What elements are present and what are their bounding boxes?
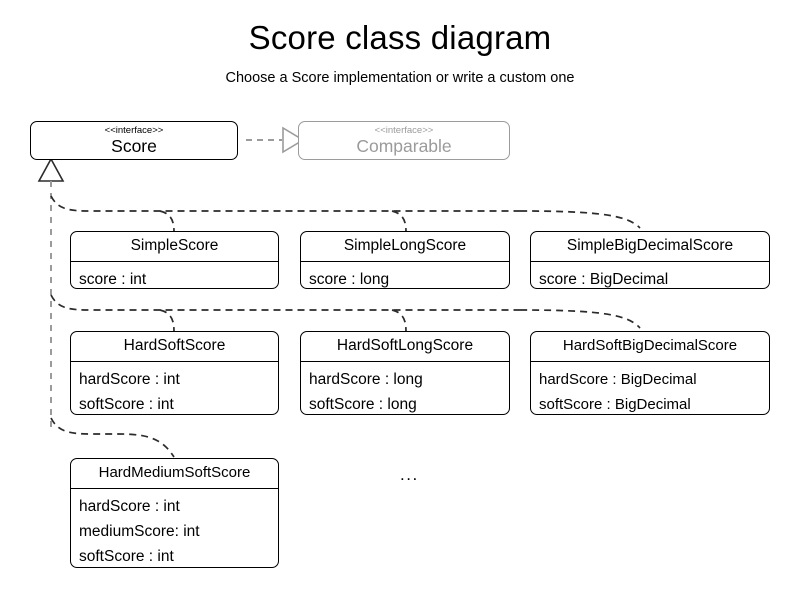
attribute-row: score : long xyxy=(309,271,390,288)
class-box-score[interactable]: <<interface>> Score xyxy=(30,121,238,160)
class-name: HardSoftScore xyxy=(71,332,278,362)
attribute-row: hardScore : int xyxy=(79,371,180,388)
realization-score-comparable xyxy=(246,126,305,154)
class-box-simplescore[interactable]: SimpleScore score : int xyxy=(70,231,279,289)
interface-name: Score xyxy=(111,135,157,156)
class-box-simplelongscore[interactable]: SimpleLongScore score : long xyxy=(300,231,510,289)
inheritance-branches-row2 xyxy=(50,294,641,333)
attribute-row: softScore : BigDecimal xyxy=(539,396,691,413)
inheritance-branches-row1 xyxy=(50,195,641,233)
attribute-row: softScore : int xyxy=(79,396,174,413)
class-name: SimpleLongScore xyxy=(301,232,509,262)
attribute-row: softScore : int xyxy=(79,548,174,565)
class-attributes: score : int xyxy=(71,262,278,288)
class-attributes: score : BigDecimal xyxy=(531,262,769,288)
class-box-hardsoftscore[interactable]: HardSoftScore hardScore : int softScore … xyxy=(70,331,279,415)
attribute-row: softScore : long xyxy=(309,396,417,413)
class-box-simplebigdecimalscore[interactable]: SimpleBigDecimalScore score : BigDecimal xyxy=(530,231,770,289)
attribute-row: hardScore : int xyxy=(79,498,180,515)
attribute-row: score : int xyxy=(79,271,147,288)
class-box-hardsoftbigdecimalscore[interactable]: HardSoftBigDecimalScore hardScore : BigD… xyxy=(530,331,770,415)
class-box-comparable[interactable]: <<interface>> Comparable xyxy=(298,121,510,160)
class-name: SimpleScore xyxy=(71,232,278,262)
attribute-row: score : BigDecimal xyxy=(539,271,669,288)
class-name: HardMediumSoftScore xyxy=(71,459,278,489)
class-attributes: hardScore : long softScore : long xyxy=(301,362,509,414)
generalization-arrowhead xyxy=(37,157,65,182)
class-box-hardsoftlongscore[interactable]: HardSoftLongScore hardScore : long softS… xyxy=(300,331,510,415)
class-attributes: hardScore : int softScore : int xyxy=(71,362,278,414)
attribute-row: hardScore : BigDecimal xyxy=(539,371,697,388)
class-attributes: hardScore : int mediumScore: int softSco… xyxy=(71,489,278,567)
stereotype-label: <<interface>> xyxy=(374,124,434,136)
class-attributes: score : long xyxy=(301,262,509,288)
class-box-hardmediumsoftscore[interactable]: HardMediumSoftScore hardScore : int medi… xyxy=(70,458,279,568)
class-name: SimpleBigDecimalScore xyxy=(531,232,769,262)
class-name: HardSoftLongScore xyxy=(301,332,509,362)
more-classes-ellipsis: ... xyxy=(400,465,419,484)
class-name: HardSoftBigDecimalScore xyxy=(531,332,769,362)
page-subtitle: Choose a Score implementation or write a… xyxy=(225,70,575,86)
class-attributes: hardScore : BigDecimal softScore : BigDe… xyxy=(531,362,769,414)
interface-name: Comparable xyxy=(356,135,452,156)
attribute-row: mediumScore: int xyxy=(79,523,200,540)
inheritance-branch-hardmediumsoft xyxy=(50,417,175,458)
page-title: Score class diagram xyxy=(248,19,552,56)
attribute-row: hardScore : long xyxy=(309,371,423,388)
stereotype-label: <<interface>> xyxy=(104,124,164,136)
